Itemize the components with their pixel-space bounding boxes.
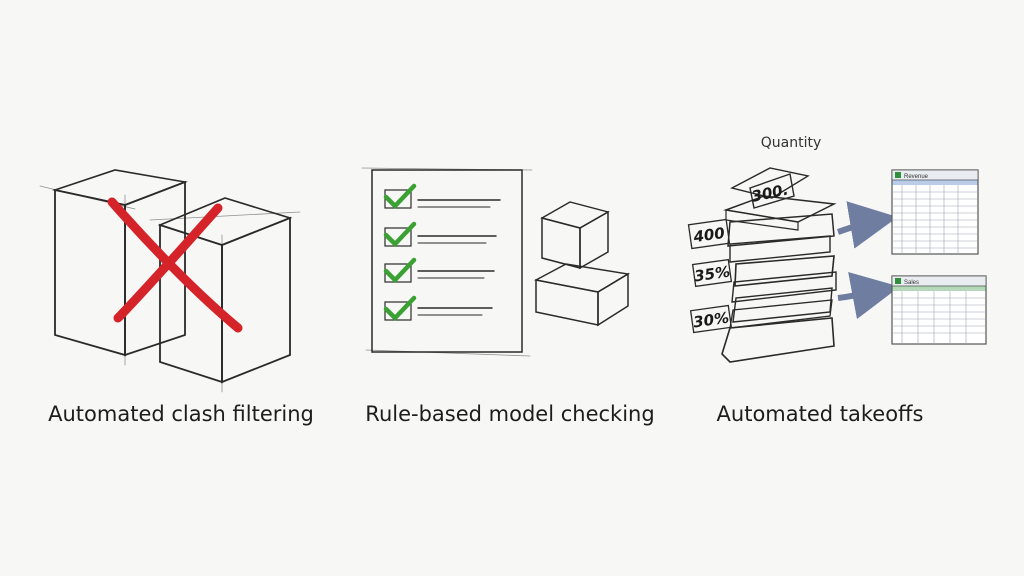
spreadsheet-1: Revenue	[891, 169, 979, 255]
takeoff-illustration: 300. 400 35% 30% Revenue	[687, 167, 987, 363]
model-cubes	[533, 201, 631, 327]
checklist-document	[361, 167, 533, 357]
check-row	[383, 183, 501, 210]
top-value-tag: 300.	[749, 173, 795, 209]
side-tag-3-text: 30%	[692, 309, 730, 332]
layer-stack	[721, 167, 837, 363]
check-icon	[383, 295, 417, 322]
clash-illustration	[39, 169, 301, 393]
export-arrow-icon	[837, 201, 898, 249]
right-block	[149, 197, 301, 393]
side-tag-1-text: 400	[691, 224, 726, 246]
left-block	[39, 169, 189, 366]
caption-clash-filtering: Automated clash filtering	[48, 402, 314, 426]
check-row	[383, 257, 495, 284]
top-tag-text: 300.	[750, 180, 790, 205]
side-tag-2: 35%	[691, 258, 733, 288]
spreadsheet-icon	[895, 278, 901, 284]
check-row	[383, 295, 493, 322]
sheet-2-title: Sales	[904, 280, 919, 286]
export-arrow-icon	[837, 271, 900, 320]
clash-cross-icon	[107, 197, 243, 333]
check-icon	[383, 257, 417, 284]
side-tag-2-text: 35%	[693, 263, 731, 286]
quantity-label: Quantity	[760, 135, 822, 151]
spreadsheet-2: Sales	[891, 275, 987, 345]
side-tag-1: 400	[687, 218, 731, 250]
check-row	[383, 221, 497, 248]
rule-check-illustration	[361, 167, 631, 357]
caption-takeoffs: Automated takeoffs	[716, 402, 924, 426]
check-icon	[383, 221, 417, 248]
spreadsheet-icon	[895, 172, 901, 178]
sheet-1-title: Revenue	[904, 174, 929, 180]
checklist-rows	[383, 183, 501, 322]
caption-rule-checking: Rule-based model checking	[365, 402, 655, 426]
side-tag-3: 30%	[689, 304, 733, 334]
check-icon	[383, 183, 417, 210]
